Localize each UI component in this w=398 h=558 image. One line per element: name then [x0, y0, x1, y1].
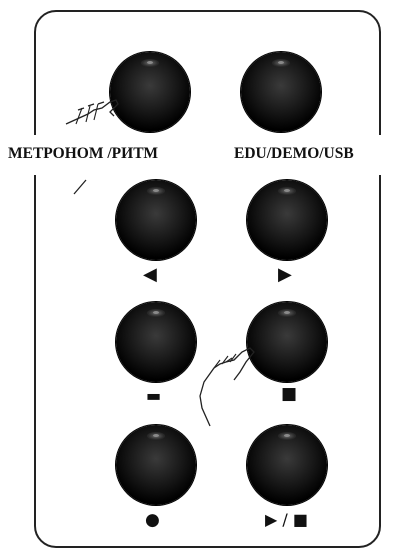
prev-arrow-icon: ◀ — [143, 264, 157, 285]
label-band — [0, 135, 398, 175]
control-panel — [34, 10, 381, 548]
play-stop-button[interactable] — [247, 425, 327, 505]
next-arrow-icon: ▶ — [278, 264, 292, 285]
play-stop-icon: ▶ / ■ — [265, 510, 308, 529]
metronome-rhythm-label: МЕТРОНОМ /РИТМ — [8, 145, 158, 162]
prev-button[interactable] — [116, 180, 196, 260]
record-button[interactable] — [116, 425, 196, 505]
edu-demo-usb-button[interactable] — [241, 52, 321, 132]
edu-demo-usb-label: EDU/DEMO/USB — [234, 145, 354, 162]
minus-button[interactable] — [116, 302, 196, 382]
hand-pointer-icon — [65, 99, 119, 125]
stop-button[interactable] — [247, 302, 327, 382]
record-dot-icon: ● — [145, 510, 160, 530]
stop-square-icon: ■ — [281, 384, 298, 404]
metronome-rhythm-button[interactable] — [110, 52, 190, 132]
minus-icon: ▬ — [146, 386, 162, 405]
hand-pointer-icon — [199, 347, 255, 427]
next-button[interactable] — [247, 180, 327, 260]
hand-tail-icon — [73, 179, 87, 195]
